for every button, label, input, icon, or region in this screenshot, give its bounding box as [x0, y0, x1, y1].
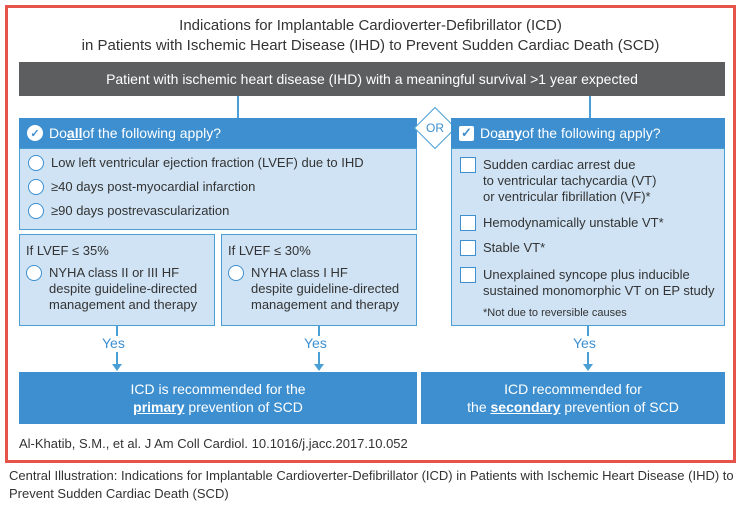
list-item: Sudden cardiac arrest due to ventricular…: [460, 157, 656, 205]
footnote: *Not due to reversible causes: [483, 307, 627, 319]
primary-emphasis: primary: [133, 399, 185, 415]
connector-left-top: [237, 96, 239, 118]
left-criteria-panel: Low left ventricular ejection fraction (…: [19, 148, 417, 230]
figure-title: Indications for Implantable Cardioverter…: [8, 16, 733, 56]
arrow-down-icon: [583, 364, 593, 371]
connector-right-b: [587, 352, 589, 365]
secondary-prevention-result: ICD recommended for the secondary preven…: [421, 372, 725, 424]
title-line-2: in Patients with Ischemic Heart Disease …: [81, 37, 660, 54]
or-label: OR: [426, 121, 444, 135]
patient-criteria-text: Patient with ischemic heart disease (IHD…: [106, 71, 638, 87]
list-item: ≥40 days post-myocardial infarction: [28, 179, 255, 195]
lvef-35-title: If LVEF ≤ 35%: [26, 243, 109, 258]
lvef-30-panel: If LVEF ≤ 30% NYHA class I HF despite gu…: [221, 234, 417, 326]
patient-criteria-bar: Patient with ischemic heart disease (IHD…: [19, 62, 725, 96]
checkbox-icon: [460, 157, 476, 173]
radio-circle-icon: [28, 155, 44, 171]
radio-circle-icon: [28, 203, 44, 219]
connector-right-top: [589, 96, 591, 118]
lvef-30-title: If LVEF ≤ 30%: [228, 243, 311, 258]
connector-right: [587, 326, 589, 336]
figure-frame: Indications for Implantable Cardioverter…: [5, 5, 736, 463]
arrow-down-icon: [112, 364, 122, 371]
left-question-header: ✓ Do all of the following apply?: [19, 118, 417, 148]
yes-label-1: Yes: [102, 335, 125, 351]
connector-left-2: [318, 326, 320, 336]
list-item: ≥90 days postrevascularization: [28, 203, 229, 219]
list-item: Hemodynamically unstable VT*: [460, 215, 664, 231]
list-item: Low left ventricular ejection fraction (…: [28, 155, 364, 171]
checkbox-icon: [460, 215, 476, 231]
secondary-emphasis: secondary: [490, 399, 561, 415]
right-criteria-panel: Sudden cardiac arrest due to ventricular…: [451, 148, 725, 326]
right-question-header: ✓ Do any of the following apply?: [451, 118, 725, 148]
radio-circle-icon: [26, 265, 42, 281]
yes-label-2: Yes: [304, 335, 327, 351]
list-item: Stable VT*: [460, 240, 545, 256]
left-header-emphasis: all: [66, 125, 83, 141]
check-circle-icon: ✓: [27, 125, 43, 141]
radio-circle-icon: [228, 265, 244, 281]
radio-circle-icon: [28, 179, 44, 195]
checkbox-icon: [460, 267, 476, 283]
right-header-emphasis: any: [497, 125, 523, 141]
title-line-1: Indications for Implantable Cardioverter…: [179, 17, 562, 34]
list-item: Unexplained syncope plus inducible susta…: [460, 267, 714, 299]
figure-caption: Central Illustration: Indications for Im…: [9, 468, 734, 501]
checkbox-checked-icon: ✓: [459, 125, 474, 141]
connector-left-1: [116, 326, 118, 336]
checkbox-icon: [460, 240, 476, 256]
arrow-down-icon: [314, 364, 324, 371]
list-item: NYHA class I HF despite guideline-direct…: [228, 265, 399, 313]
connector-left-2b: [318, 352, 320, 365]
yes-label-3: Yes: [573, 335, 596, 351]
connector-left-1b: [116, 352, 118, 365]
citation: Al-Khatib, S.M., et al. J Am Coll Cardio…: [19, 436, 408, 451]
list-item: NYHA class II or III HF despite guidelin…: [26, 265, 197, 313]
lvef-35-panel: If LVEF ≤ 35% NYHA class II or III HF de…: [19, 234, 215, 326]
primary-prevention-result: ICD is recommended for the primary preve…: [19, 372, 417, 424]
